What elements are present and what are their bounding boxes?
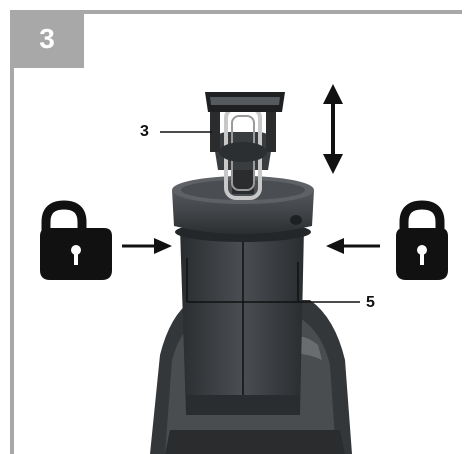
arrow-left-icon [326, 238, 380, 254]
step-number: 3 [39, 23, 55, 54]
callout-label-blade-holder: 3 [140, 123, 149, 140]
frame-left-border [10, 10, 14, 454]
double-arrow-updown-icon [323, 84, 343, 174]
locked-padlock-icon [396, 200, 448, 280]
frame-top-border [10, 10, 462, 14]
callout-label-locking-sleeve: 5 [366, 294, 375, 311]
arrow-right-icon [122, 238, 172, 254]
unlocked-padlock-icon [40, 200, 112, 280]
blade-holder [205, 92, 285, 200]
locking-sleeve [180, 228, 304, 415]
step-number-badge: 3 [10, 10, 84, 68]
leader-bracket-5 [186, 258, 360, 303]
